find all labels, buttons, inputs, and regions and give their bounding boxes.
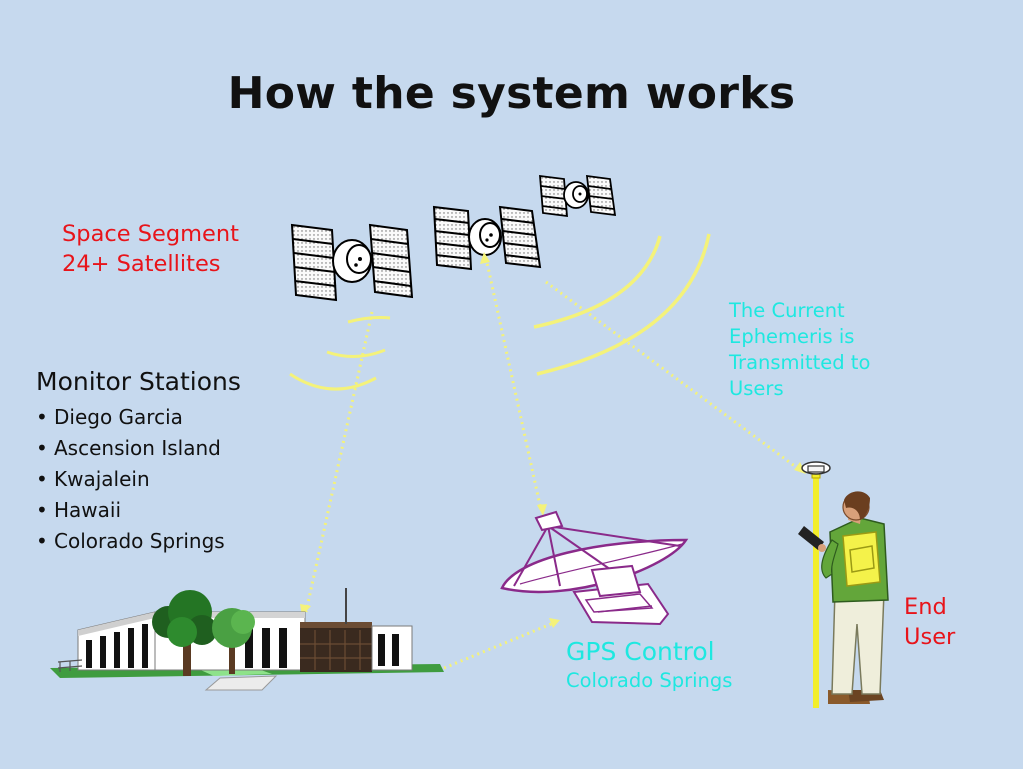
satellite-1-icon: [290, 223, 414, 302]
monitor-stations-list: •Diego Garcia •Ascension Island •Kwajale…: [36, 402, 241, 557]
station-name: Colorado Springs: [54, 529, 225, 553]
monitor-stations-section: Monitor Stations •Diego Garcia •Ascensio…: [36, 366, 241, 557]
list-item: •Kwajalein: [36, 464, 241, 495]
gps-control-label: GPS Control Colorado Springs: [566, 636, 732, 694]
bullet-icon: •: [36, 436, 48, 460]
end-user-line-1: End: [904, 594, 947, 620]
ephemeris-label: The Current Ephemeris is Transmitted to …: [729, 298, 870, 402]
space-segment-line-1: Space Segment: [62, 221, 239, 247]
space-segment-line-2: 24+ Satellites: [62, 251, 221, 277]
list-item: •Diego Garcia: [36, 402, 241, 433]
page-title: How the system works: [227, 68, 796, 119]
tree-icon: [212, 608, 255, 674]
tree-icon: [152, 590, 217, 676]
bullet-icon: •: [36, 467, 48, 491]
ephemeris-line-2: Ephemeris is: [729, 325, 855, 348]
surveyor-icon: [798, 461, 889, 708]
end-user-line-2: User: [904, 624, 956, 650]
station-name: Ascension Island: [54, 436, 221, 460]
bullet-icon: •: [36, 405, 48, 429]
ephemeris-line-4: Users: [729, 377, 784, 400]
ephemeris-line-1: The Current: [729, 299, 845, 322]
station-name: Hawaii: [54, 498, 122, 522]
list-item: •Ascension Island: [36, 433, 241, 464]
transmission-lines: [304, 257, 801, 670]
monitor-stations-heading: Monitor Stations: [36, 367, 241, 396]
signal-waves-left: [289, 316, 391, 391]
end-user-label: End User: [904, 592, 955, 652]
bullet-icon: •: [36, 529, 48, 553]
building-icon: [50, 588, 444, 691]
satellite-dish-icon: [500, 510, 689, 626]
gps-receiver-icon: [801, 461, 831, 475]
signal-waves-right: [533, 233, 711, 376]
satellite-3-icon: [539, 174, 617, 218]
gps-control-title: GPS Control: [566, 637, 715, 666]
station-name: Diego Garcia: [54, 405, 183, 429]
gps-control-location: Colorado Springs: [566, 669, 733, 692]
satellite-2-icon: [432, 205, 542, 271]
station-name: Kwajalein: [54, 467, 150, 491]
ephemeris-line-3: Transmitted to: [729, 351, 871, 374]
list-item: •Colorado Springs: [36, 526, 241, 557]
list-item: •Hawaii: [36, 495, 241, 526]
space-segment-label: Space Segment 24+ Satellites: [62, 219, 239, 279]
bullet-icon: •: [36, 498, 48, 522]
